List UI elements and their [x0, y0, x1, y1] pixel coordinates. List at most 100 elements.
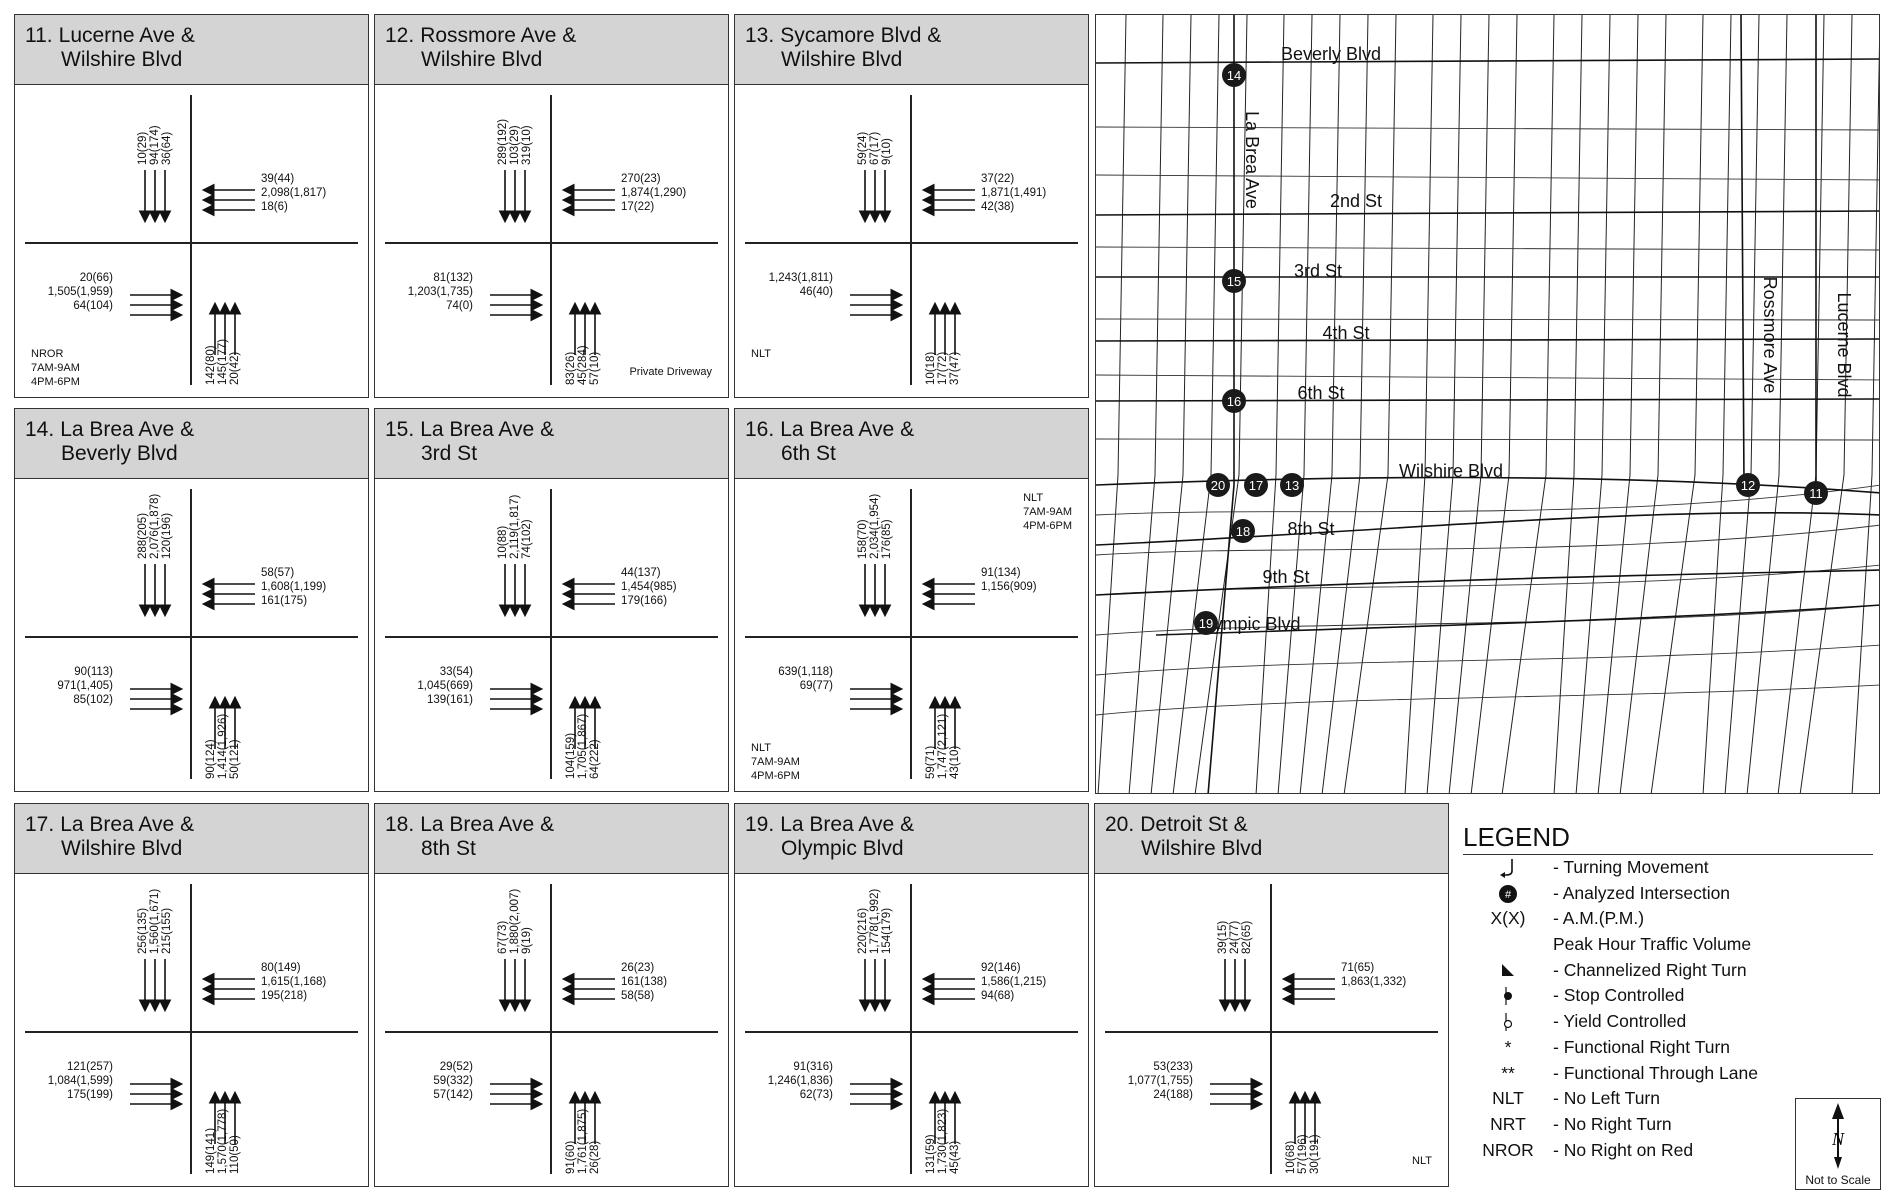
- major-street: [1096, 338, 1879, 342]
- east-west-axis: [745, 242, 1078, 244]
- west-approach-volume: 91(316): [793, 1061, 833, 1073]
- east-approach-volume: 1,615(1,168): [261, 976, 327, 988]
- legend-item: #- Analyzed Intersection: [1463, 881, 1873, 907]
- local-street: [1096, 438, 1879, 441]
- west-approach-volume: 121(257): [66, 1061, 113, 1073]
- west-approach-volume: 175(199): [66, 1089, 113, 1101]
- panel-note: NROR 7AM-9AM 4PM-6PM: [31, 348, 80, 388]
- local-street: [1096, 484, 1879, 516]
- westbound-arrows-icon: [560, 564, 615, 619]
- west-approach-volume: 1,505(1,959): [47, 286, 113, 298]
- legend-text: - No Left Turn: [1553, 1088, 1660, 1109]
- local-street: [1746, 15, 1788, 793]
- local-street: [1096, 604, 1879, 636]
- east-approach-volume: 161(138): [621, 976, 668, 988]
- east-approach-volume: 42(38): [981, 201, 1015, 213]
- legend-text: - Yield Controlled: [1553, 1011, 1687, 1032]
- local-street: [1597, 15, 1639, 793]
- analyzed-intersection-marker: [1206, 473, 1230, 497]
- southbound-arrows-icon: [850, 170, 900, 235]
- panel-title-line1: La Brea Ave &: [780, 813, 915, 836]
- intersection-diagram: 67(73)1,880(2,007)9(19)91(60)1,761(1,875…: [375, 874, 728, 1186]
- panel-title: 17.La Brea Ave &Wilshire Blvd: [15, 804, 368, 874]
- panel-number: 13.: [745, 24, 775, 47]
- east-approach-volume: 1,874(1,290): [621, 187, 687, 199]
- east-approach-volume: 58(57): [261, 567, 295, 579]
- street-label: 2nd St: [1330, 191, 1382, 211]
- intersection-number: 19: [1199, 616, 1213, 631]
- panel-title-line1: Detroit St &: [1140, 813, 1248, 836]
- legend-item: *- Functional Right Turn: [1463, 1035, 1873, 1061]
- local-street: [1343, 15, 1397, 793]
- west-approach-volume: 1,077(1,755): [1127, 1075, 1193, 1087]
- legend-item: **- Functional Through Lane: [1463, 1061, 1873, 1087]
- local-street: [1426, 15, 1462, 793]
- street-label: 4th St: [1322, 323, 1369, 343]
- east-west-axis: [25, 636, 358, 638]
- west-approach-volume: 139(161): [426, 694, 473, 706]
- panel-number: 18.: [385, 813, 415, 836]
- northbound-arrows-icon: [560, 300, 610, 365]
- panel-title-line1: Lucerne Ave &: [58, 24, 195, 47]
- northbound-arrows-icon: [200, 1089, 250, 1154]
- street-label: 3rd St: [1294, 261, 1342, 281]
- legend-symbol: X(X): [1490, 908, 1526, 929]
- east-west-axis: [1105, 1031, 1438, 1033]
- analyzed-intersection-marker: [1280, 473, 1304, 497]
- legend-text: - Stop Controlled: [1553, 985, 1685, 1006]
- west-approach-volume: 62(73): [799, 1089, 833, 1101]
- north-approach-volume: 82(65): [1241, 920, 1253, 954]
- north-south-axis: [190, 884, 192, 1174]
- local-street: [1553, 15, 1583, 793]
- eastbound-arrows-icon: [490, 1069, 545, 1124]
- street-label: Lucerne Blvd: [1834, 292, 1854, 397]
- east-approach-volume: 270(23): [621, 173, 661, 185]
- east-approach-volume: 92(146): [981, 962, 1021, 974]
- eastbound-arrows-icon: [130, 674, 185, 729]
- legend-items: - Turning Movement#- Analyzed Intersecti…: [1463, 855, 1873, 1163]
- panel-title: 14.La Brea Ave &Beverly Blvd: [15, 409, 368, 479]
- west-approach-volume: 81(132): [433, 272, 473, 284]
- east-west-axis: [25, 1031, 358, 1033]
- street-label: La Brea Ave: [1242, 111, 1262, 209]
- east-west-axis: [745, 636, 1078, 638]
- panel-title-line2: 6th St: [781, 442, 836, 465]
- west-approach-volume: 90(113): [74, 666, 113, 678]
- north-approach-volume: 154(179): [881, 907, 893, 954]
- west-approach-volume: 1,045(669): [417, 680, 473, 692]
- panel-title-line1: Sycamore Blvd &: [780, 24, 942, 47]
- northbound-arrows-icon: [920, 300, 970, 365]
- east-approach-volume: 44(137): [621, 567, 661, 579]
- panel-title-line1: La Brea Ave &: [420, 813, 555, 836]
- southbound-arrows-icon: [1210, 959, 1260, 1024]
- eastbound-arrows-icon: [1210, 1069, 1265, 1124]
- southbound-arrows-icon: [130, 564, 180, 629]
- turning-movement-icon: [1500, 859, 1513, 878]
- north-approach-volume: 9(10): [881, 138, 893, 165]
- east-approach-volume: 1,608(1,199): [261, 581, 327, 593]
- east-approach-volume: 161(175): [261, 595, 308, 607]
- panel-number: 19.: [745, 813, 775, 836]
- southbound-arrows-icon: [130, 170, 180, 235]
- north-south-axis: [1270, 884, 1272, 1174]
- major-street: [1096, 58, 1879, 64]
- legend-text: - No Right on Red: [1553, 1139, 1694, 1160]
- legend-symbol: [1463, 960, 1553, 985]
- major-street: [1096, 511, 1879, 546]
- westbound-arrows-icon: [560, 959, 615, 1014]
- local-street: [1096, 374, 1879, 381]
- local-street: [1470, 15, 1518, 793]
- eastbound-arrows-icon: [490, 674, 545, 729]
- panel-title-line2: Beverly Blvd: [61, 442, 178, 465]
- west-approach-volume: 29(52): [439, 1061, 473, 1073]
- west-approach-volume: 69(77): [799, 680, 833, 692]
- intersection-diagram: 220(216)1,778(1,992)154(179)131(59)1,730…: [735, 874, 1088, 1186]
- panel-title-line2: Olympic Blvd: [781, 837, 904, 860]
- north-south-axis: [190, 95, 192, 385]
- east-approach-volume: 195(218): [261, 990, 308, 1002]
